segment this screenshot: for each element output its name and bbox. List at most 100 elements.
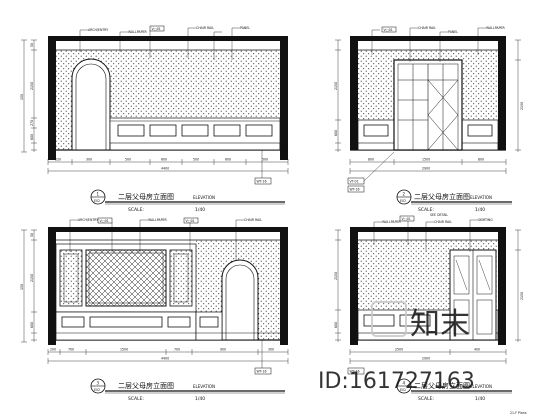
dim-text: 2500 [395,348,403,352]
scale-value: 1/40 [475,207,485,213]
finish-tag: WT-16 [257,180,267,184]
callout-text: CHAIR RAIL [418,26,436,30]
callout-tag: V□01 [100,219,109,223]
callout-tag: V□01 [152,27,161,31]
wall-right [280,40,288,160]
wall-right [280,230,288,345]
dimension-chain-vertical [335,229,521,342]
elevation-4: V□01 WALLPAPER CHAIR RAIL SKIRTING 2150 … [334,215,524,402]
dim-text: 500 [193,158,199,162]
finish-tag: WT-16 [350,188,360,192]
title-block: 3 E02 二层父母房立面图 ELEVATION SCALE: 1/40 [90,378,285,402]
dim-text: 220 [55,158,61,162]
dim-text: 1500 [422,158,430,162]
wainscot-panel [167,316,191,328]
sheet-number: E02 [400,199,406,203]
elevation-2: V□01 CHAIR RAIL PANEL WALLPAPER 2150 600… [334,26,524,217]
wallpaper-hatch [110,50,280,118]
elevation-3: V□01 V□01 ARCH/ENTRY WALLPAPER CHAIR RAI… [20,217,289,402]
callout-tag: V□01 [384,28,393,32]
dim-text: 2150 [334,272,338,280]
drawing-title: 二层父母房立面图 [118,192,174,201]
callout-text: ARCH/ENTRY [88,28,108,32]
dim-text: 150 [20,94,24,100]
dimension-chain-vertical [335,39,521,152]
dim-text: 400 [474,348,480,352]
callout-text: CHAIR RAIL [434,220,452,224]
finish-tag: WT-16 [350,370,360,374]
title-block: 4 E02 二层父母房立面图 ELEVATION SCALE: 1/40 [396,378,512,402]
drawing-number: 2 [403,192,406,197]
overall-dim: 4400 [161,167,169,171]
wainscot-panel [467,124,493,137]
dim-text: 500 [262,158,268,162]
scale-value: 1/40 [475,396,485,402]
finish-tag: WT-16 [257,370,267,374]
dim-text: 2150 [520,102,524,110]
footer-note: 21-F Plans [510,411,527,415]
callout-tag: V□01 [402,217,411,221]
side-panel [59,249,83,307]
dim-text: 200 [50,348,56,352]
wainscot [55,311,197,341]
drawing-title: 二层父母房立面图 [414,192,470,201]
ceiling-slab [48,227,288,232]
side-panel [169,249,193,307]
lattice-panel [85,249,167,307]
wall-right [498,230,506,345]
scale-label: SCALE: [128,207,144,213]
callout-tag: V□01 [186,219,195,223]
watermark: 知末 ID:161727163 [318,301,475,394]
dimension-chain-vertical [21,39,37,153]
scale-label: SCALE: [418,207,434,213]
dim-text: 2150 [520,292,524,300]
wall-left [350,40,358,150]
sheet-number: E02 [94,388,100,392]
watermark-id: ID:161727163 [318,369,475,394]
top-callouts [371,27,486,62]
dim-text: 500 [125,158,131,162]
sheet-number: E02 [400,388,406,392]
dim-text: 2150 [30,82,34,90]
dim-text: 700 [68,348,74,352]
dim-text: 50 [30,43,34,47]
wainscot-panel [149,124,177,137]
wall-right [498,40,506,150]
wainscot-panel [363,314,395,327]
dim-text: 2150 [334,82,338,90]
title-block: 2 E02 二层父母房立面图 ELEVATION SEE DETAIL SCAL… [396,189,512,217]
top-callouts [79,27,240,60]
dim-text: 600 [334,322,338,328]
ceiling-slab [350,227,506,232]
top-callouts [373,219,478,252]
overall-dim: 4400 [161,357,169,361]
overall-dim: 2900 [422,357,430,361]
callout-text: CHAIR RAIL [244,218,262,222]
detail-note: SEE DETAIL [430,213,448,217]
ceiling-slab [48,36,288,41]
sheet-number: E02 [94,199,100,203]
wainscot-panel [245,124,273,137]
arched-opening [71,58,111,151]
dim-text: 600 [334,130,338,136]
callout-text: WALLPAPER [382,220,402,224]
dimension-chain-vertical [21,229,37,343]
scale-label: SCALE: [128,396,144,402]
wainscot-panel [363,124,389,137]
dim-text: 300 [268,348,274,352]
dim-text: 150 [20,284,24,290]
drawing-title: 二层父母房立面图 [118,381,174,390]
wainscot-panel [89,316,163,328]
dim-text: 1500 [120,348,128,352]
callout-text: PANEL [240,26,250,30]
callout-text: ARCH/ENTRY [78,218,98,222]
dim-text: 700 [174,348,180,352]
finish-tag: VT-01 [350,180,359,184]
wainscot-panel [399,314,431,327]
drawing-number: 1 [97,192,100,197]
wainscot-panel [61,316,85,328]
dim-text: 50 [30,233,34,237]
drawing-number: 3 [97,381,100,386]
dim-text: 600 [30,134,34,140]
callout-text: CHAIR RAIL [196,26,214,30]
